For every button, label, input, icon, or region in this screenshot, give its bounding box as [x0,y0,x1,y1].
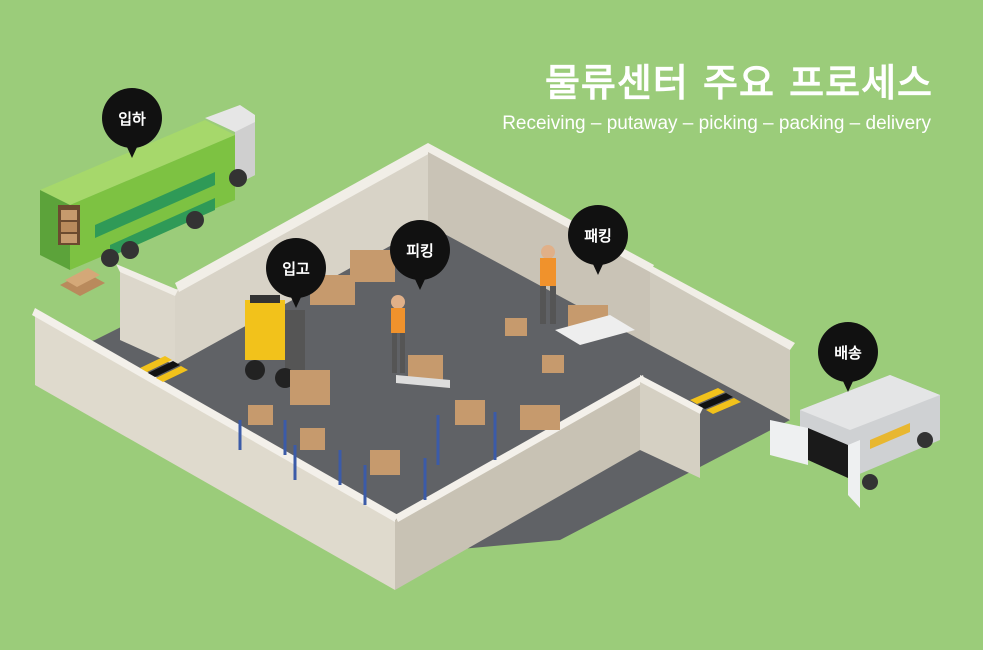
worker-picking [391,295,450,388]
dock-stripe-left [140,356,188,382]
front-wall-right [395,380,640,590]
page-title: 물류센터 주요 프로세스 [544,61,933,105]
label-receiving: 입하 [102,88,162,158]
shelf [238,412,497,505]
back-wall-right [428,150,650,345]
worker-packing [540,245,635,345]
delivery-van [770,375,940,508]
page-subtitle: Receiving – putaway – picking – packing … [502,113,931,134]
front-wall-left [35,315,395,590]
left-wall [120,268,175,365]
label-delivery: 배송 [818,322,878,392]
receiving-truck [40,105,255,270]
dock-stripe-right [690,388,741,414]
label-picking: 피킹 [390,220,450,290]
right-wall [650,270,790,420]
label-putaway: 입고 [266,238,326,308]
label-packing: 패킹 [568,205,628,275]
pallet-outside [60,268,105,296]
